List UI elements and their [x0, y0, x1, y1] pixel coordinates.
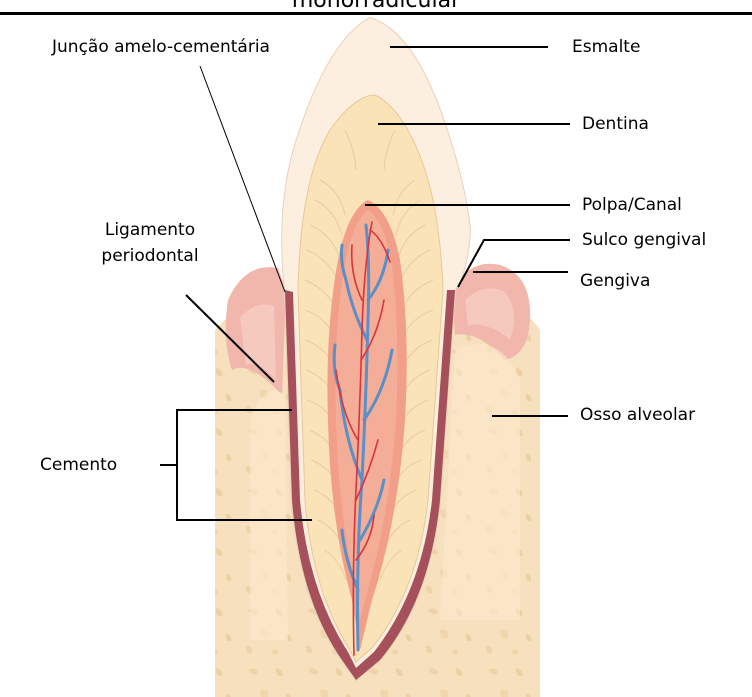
label-cemento: Cemento [40, 454, 117, 476]
label-osso-alveolar: Osso alveolar [580, 404, 695, 426]
label-sulco-gengival: Sulco gengival [582, 229, 706, 251]
label-gengiva: Gengiva [580, 270, 650, 292]
label-dentina: Dentina [582, 113, 649, 135]
label-juncao-amelo-cementaria: Junção amelo-cementária [52, 36, 270, 58]
label-polpa-canal: Polpa/Canal [582, 194, 682, 216]
label-esmalte: Esmalte [572, 36, 640, 58]
label-ligamento-line1: Ligamento [80, 219, 220, 241]
label-ligamento-line2: periodontal [80, 245, 220, 267]
